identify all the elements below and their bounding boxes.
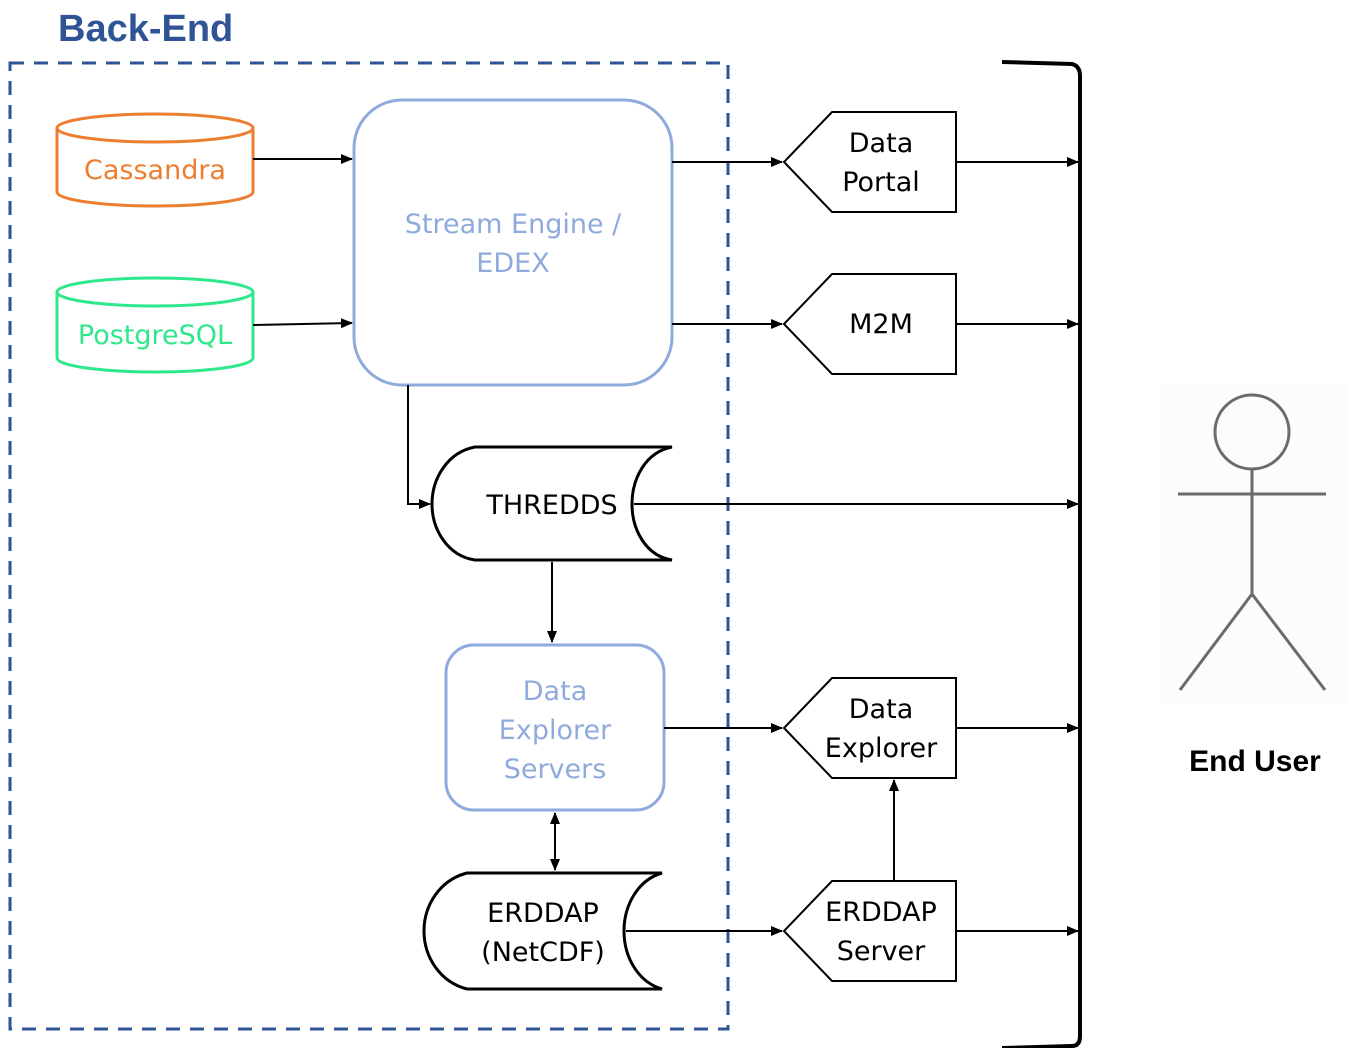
end-user-bracket [1001, 60, 1082, 1050]
stream-engine-label-line2: EDEX [476, 248, 549, 279]
end-user-label: End User [1189, 745, 1321, 778]
data-portal-display: Data Portal [782, 111, 957, 213]
m2m-label: M2M [849, 309, 913, 340]
thredds-label: THREDDS [485, 490, 617, 521]
data-explorer-label-line2: Explorer [825, 733, 938, 764]
stored-data-icon [430, 445, 673, 562]
data-explorer-label-line1: Data [849, 694, 913, 725]
database-cylinder-icon [55, 112, 255, 208]
arrow-stream-engine-to-thredds [407, 385, 431, 509]
data-portal-label-line2: Portal [842, 167, 920, 198]
data-explorer-servers-label-line3: Servers [504, 754, 607, 785]
cassandra-database: Cassandra [55, 112, 255, 208]
erddap-server-label-line2: Server [837, 936, 926, 967]
erddap-netcdf-label-line1: ERDDAP [487, 898, 599, 929]
data-explorer-servers-label-line1: Data [523, 676, 587, 707]
thredds-stored-data: THREDDS [430, 445, 673, 562]
cassandra-label: Cassandra [84, 155, 226, 186]
m2m-display: M2M [782, 273, 957, 375]
data-explorer-servers-label-line2: Explorer [499, 715, 612, 746]
display-shape-icon [782, 880, 957, 982]
arrow-postgresql-to-stream-engine [252, 318, 353, 329]
stream-engine-box: Stream Engine / EDEX [352, 98, 674, 387]
erddap-netcdf-stored-data: ERDDAP (NetCDF) [422, 871, 663, 991]
erddap-server-display: ERDDAP Server [782, 880, 957, 982]
back-end-title: Back-End [58, 8, 233, 50]
data-explorer-servers-box: Data Explorer Servers [444, 643, 666, 812]
erddap-netcdf-label-line2: (NetCDF) [481, 937, 605, 968]
stream-engine-label-line1: Stream Engine / [405, 209, 622, 240]
data-explorer-display: Data Explorer [782, 677, 957, 779]
stick-figure-icon [1160, 385, 1350, 703]
postgresql-label: PostgreSQL [78, 320, 232, 351]
postgresql-database: PostgreSQL [55, 276, 255, 374]
display-shape-icon [782, 111, 957, 213]
display-shape-icon [782, 273, 957, 375]
database-cylinder-icon [55, 276, 255, 374]
erddap-server-label-line1: ERDDAP [825, 897, 937, 928]
data-portal-label-line1: Data [849, 128, 913, 159]
back-end-boundary [8, 61, 730, 1031]
display-shape-icon [782, 677, 957, 779]
stored-data-icon [422, 871, 663, 991]
